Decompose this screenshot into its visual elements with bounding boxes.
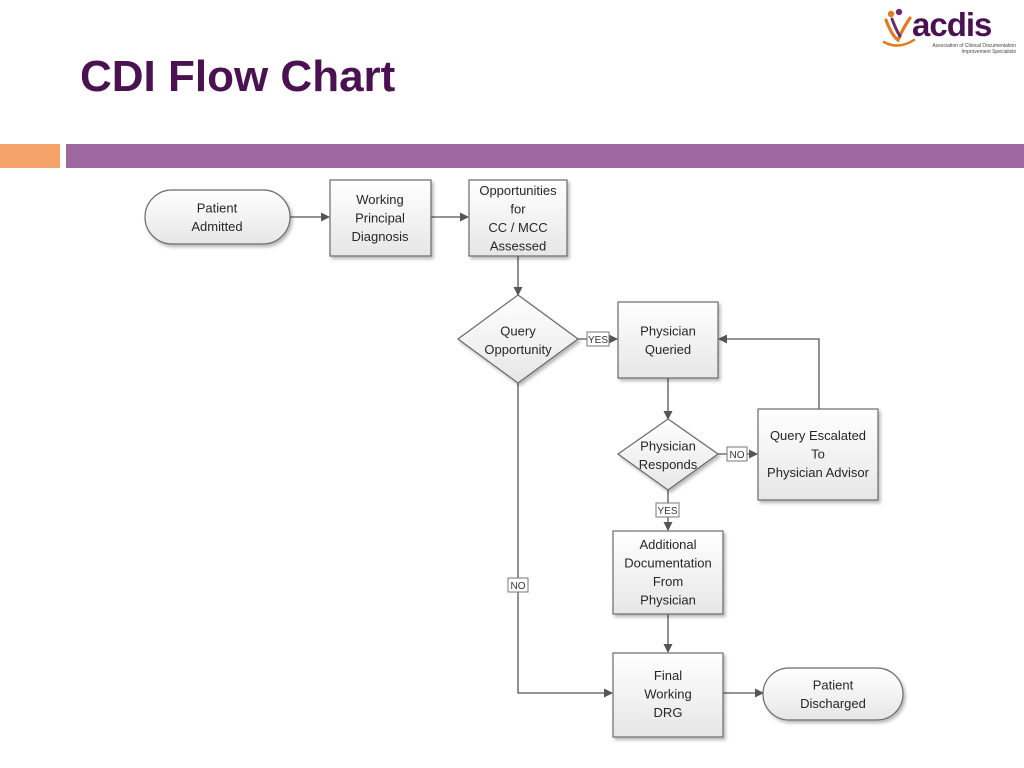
- node-label-line: Physician: [640, 438, 696, 453]
- node-label-line: Opportunity: [484, 342, 552, 357]
- edge-label-responds-no: NO: [726, 446, 748, 462]
- node-label-line: Discharged: [800, 696, 866, 711]
- connector-query-no: [517, 383, 613, 698]
- node-label-line: Physician: [640, 592, 696, 607]
- node-label-line: Working: [356, 192, 403, 207]
- node-label-line: Patient: [813, 677, 854, 692]
- acdis-logo: acdis Association of Clinical Documentat…: [882, 6, 1018, 56]
- node-label-line: CC / MCC: [488, 220, 547, 235]
- edge-label-query-no: NO: [507, 577, 529, 593]
- node-label-line: for: [510, 201, 526, 216]
- node-label-line: Physician: [640, 323, 696, 338]
- logo-figures-icon: [882, 8, 916, 47]
- node-label-line: Query: [500, 323, 536, 338]
- node-label-line: Diagnosis: [351, 229, 409, 244]
- accent-bar-purple: [66, 144, 1024, 168]
- logo-tagline: Association of Clinical Documentation Im…: [932, 43, 1016, 55]
- logo-wordmark: acdis: [912, 6, 992, 43]
- node-label-line: Additional: [639, 537, 696, 552]
- node-label-line: Working: [644, 687, 691, 702]
- node-label-line: Queried: [645, 342, 691, 357]
- node-label-line: Final: [654, 668, 682, 683]
- slide-title: CDI Flow Chart: [80, 52, 396, 101]
- edge-label-responds-yes: YES: [655, 502, 680, 518]
- svg-text:NO: NO: [730, 450, 745, 461]
- node-label-line: Responds: [639, 457, 698, 472]
- node-label-line: Admitted: [191, 219, 242, 234]
- node-label-line: Documentation: [624, 555, 711, 570]
- node-label-line: From: [653, 574, 683, 589]
- svg-text:YES: YES: [588, 335, 608, 346]
- node-label-line: Opportunities: [479, 183, 557, 198]
- node-opportunities-assessed: Opportunities for CC / MCC Assessed: [468, 179, 568, 257]
- svg-text:NO: NO: [511, 581, 526, 592]
- node-label-line: Patient: [197, 200, 238, 215]
- node-label-line: Physician Advisor: [767, 465, 870, 480]
- edge-label-query-yes: YES: [586, 331, 610, 347]
- node-label-line: Principal: [355, 211, 405, 226]
- node-label-line: To: [811, 447, 825, 462]
- node-label-line: Assessed: [490, 238, 546, 253]
- node-label-line: DRG: [654, 705, 683, 720]
- accent-bar-orange: [0, 144, 60, 168]
- node-label-line: Query Escalated: [770, 428, 866, 443]
- connector-escalated-back: [718, 334, 820, 409]
- svg-text:YES: YES: [657, 506, 677, 517]
